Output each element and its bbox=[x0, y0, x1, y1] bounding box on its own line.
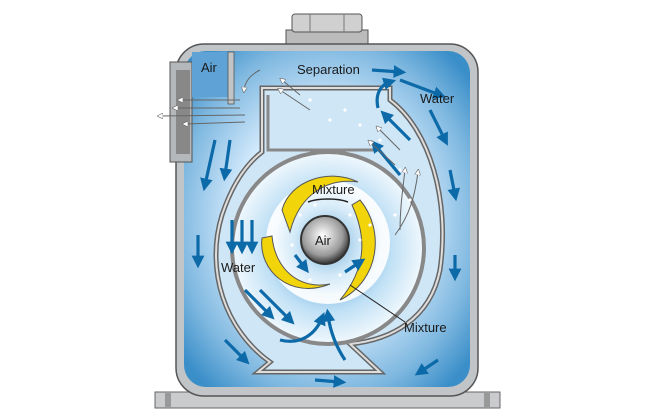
label-mixture-bottom: Mixture bbox=[404, 320, 447, 335]
air-outlet-port bbox=[169, 61, 193, 163]
divider-wall bbox=[227, 51, 235, 105]
water-flow-arrows bbox=[191, 65, 462, 388]
label-air-hub: Air bbox=[315, 233, 332, 248]
label-air-top: Air bbox=[201, 60, 218, 75]
label-water-right: Water bbox=[420, 91, 455, 106]
air-flow-arrows bbox=[160, 69, 418, 236]
air-chamber bbox=[192, 52, 230, 97]
impeller-hub bbox=[300, 215, 350, 265]
label-water-left: Water bbox=[221, 260, 256, 275]
label-separation: Separation bbox=[297, 62, 360, 77]
label-mixture-center: Mixture bbox=[312, 182, 355, 197]
impeller bbox=[261, 175, 376, 301]
rotation-arrow bbox=[307, 198, 349, 203]
mixture-leader-line bbox=[349, 284, 406, 323]
